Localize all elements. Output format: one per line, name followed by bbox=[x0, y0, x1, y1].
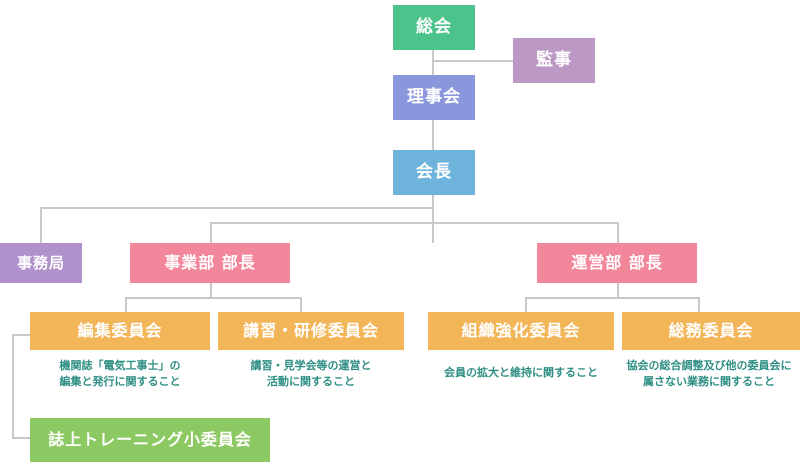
node-operations-dept-head[interactable]: 運営部 部長 bbox=[537, 243, 697, 283]
connector-business-dept-bar bbox=[125, 297, 302, 299]
connector-board-to-president bbox=[432, 120, 434, 152]
connector-to-operations-dept bbox=[617, 222, 619, 243]
connector-to-editorial-committee bbox=[125, 297, 127, 312]
connector-assembly-to-auditor bbox=[432, 60, 514, 62]
connector-operations-dept-stem bbox=[617, 283, 619, 299]
connector-into-subcommittee bbox=[12, 437, 30, 439]
connector-to-training-committee bbox=[300, 297, 302, 312]
node-president[interactable]: 会長 bbox=[393, 150, 475, 195]
node-training-committee[interactable]: 講習・研修委員会 bbox=[218, 312, 404, 350]
description-organization: 会員の拡大と維持に関すること bbox=[444, 366, 598, 379]
connector-president-bar-lower bbox=[210, 222, 619, 224]
description-training: 講習・見学会等の運営と 活動に関すること bbox=[250, 359, 372, 388]
connector-editorial-down-to-subcommittee bbox=[12, 334, 14, 437]
node-editorial-committee[interactable]: 編集委員会 bbox=[30, 312, 210, 350]
connector-editorial-to-left bbox=[12, 334, 32, 336]
node-board[interactable]: 理事会 bbox=[393, 75, 475, 120]
connector-operations-dept-bar bbox=[525, 297, 700, 299]
node-business-dept-head[interactable]: 事業部 部長 bbox=[130, 243, 290, 283]
node-general-affairs-committee[interactable]: 総務委員会 bbox=[622, 312, 800, 350]
node-training-subcommittee[interactable]: 誌上トレーニング小委員会 bbox=[30, 418, 270, 462]
connector-to-secretariat bbox=[40, 207, 42, 243]
node-organization-committee[interactable]: 組織強化委員会 bbox=[428, 312, 614, 350]
node-general-assembly[interactable]: 総会 bbox=[393, 5, 475, 50]
connector-president-bar-upper bbox=[40, 207, 434, 209]
description-editorial: 機関誌「電気工事士」の 編集と発行に関すること bbox=[59, 359, 181, 388]
connector-to-general-affairs-committee bbox=[698, 297, 700, 312]
node-secretariat[interactable]: 事務局 bbox=[0, 243, 82, 283]
connector-president-stem bbox=[432, 195, 434, 243]
connector-to-business-dept bbox=[210, 222, 212, 243]
connector-to-organization-committee bbox=[525, 297, 527, 312]
connector-business-dept-stem bbox=[210, 283, 212, 299]
description-general-affairs: 協会の総合調整及び他の委員会に 属さない業務に関すること bbox=[626, 359, 792, 388]
node-auditor[interactable]: 監事 bbox=[513, 38, 595, 83]
